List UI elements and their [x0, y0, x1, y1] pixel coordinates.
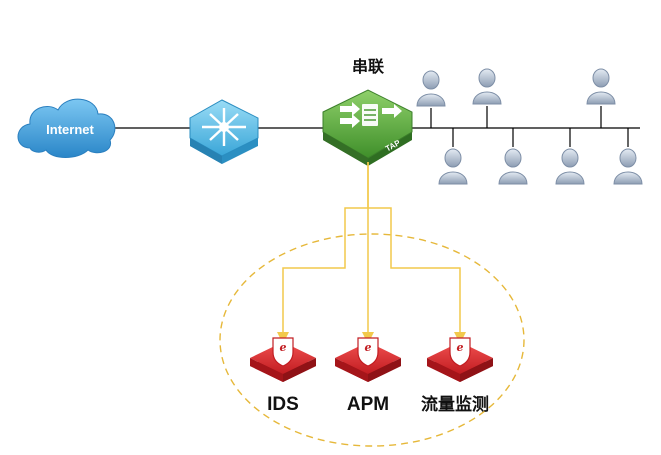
internet-cloud-icon: Internet: [17, 98, 116, 158]
mode-label: 串联: [352, 57, 384, 76]
user-icon: [416, 70, 446, 107]
user-icon: [498, 148, 528, 185]
mirror-links: [277, 162, 466, 344]
security-appliance-icon: [334, 337, 402, 383]
internet-label: Internet: [46, 122, 94, 137]
network-tap-icon: TAP: [322, 89, 413, 166]
security-appliance-icon: [249, 337, 317, 383]
traffic-monitor-label: 流量监测: [421, 394, 489, 415]
user-icon: [555, 148, 585, 185]
apm-label: APM: [347, 394, 389, 415]
user-icon: [438, 148, 468, 185]
user-icon: [613, 148, 643, 185]
ids-label: IDS: [267, 394, 299, 415]
monitoring-group-ellipse: [219, 233, 525, 447]
user-icon: [586, 68, 616, 105]
user-bus-drops: [430, 106, 629, 147]
security-appliance-icon: [426, 337, 494, 383]
network-switch-icon: [189, 99, 259, 164]
user-icon: [472, 68, 502, 105]
